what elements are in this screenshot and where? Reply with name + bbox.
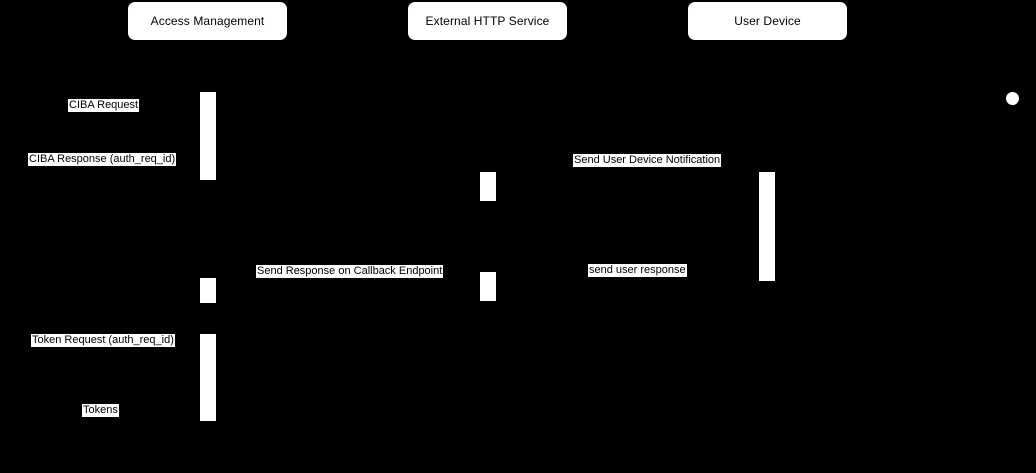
message-line-send-response-on-callback-endpoint	[216, 283, 480, 284]
message-label-token-request: Token Request (auth_req_id)	[31, 334, 175, 347]
message-label-tokens: Tokens	[82, 404, 119, 417]
message-label-send-user-response: send user response	[588, 264, 687, 277]
lifeline-access-management	[207, 40, 208, 473]
arrow-head-send-response-on-callback-endpoint	[216, 279, 223, 287]
arrow-head-token-request	[193, 348, 200, 356]
message-line-tokens	[10, 422, 200, 423]
participant-label: User Device	[734, 14, 801, 28]
participant-label: External HTTP Service	[425, 14, 550, 28]
arrow-head-tokens	[10, 418, 17, 426]
arrow-head-ciba-request	[193, 113, 200, 121]
lifeline-external-http-service	[487, 40, 488, 473]
arrow-head-send-user-device-notification	[752, 168, 759, 176]
message-label-send-response-on-callback-endpoint: Send Response on Callback Endpoint	[256, 265, 444, 278]
message-line-send-user-response	[496, 282, 759, 283]
end-dot-icon	[1006, 92, 1019, 105]
message-label-send-user-device-notification: Send User Device Notification	[573, 154, 722, 167]
participant-box-user-device[interactable]: User Device	[688, 2, 847, 40]
arrow-head-send-user-response	[496, 278, 503, 286]
message-line-token-request	[10, 352, 200, 353]
participant-label: Access Management	[150, 14, 265, 28]
activation-bar-dev-activation-1[interactable]	[759, 172, 775, 281]
participant-box-external-http-service[interactable]: External HTTP Service	[408, 2, 567, 40]
activation-bar-am-activation-3[interactable]	[200, 334, 216, 421]
message-label-ciba-response: CIBA Response (auth_req_id)	[28, 153, 177, 166]
arrow-head-ciba-response	[10, 167, 17, 175]
activation-bar-ext-activation-2[interactable]	[480, 272, 496, 301]
message-label-ciba-request: CIBA Request	[68, 99, 140, 112]
participant-box-access-management[interactable]: Access Management	[128, 2, 287, 40]
activation-bar-am-activation-2[interactable]	[200, 278, 216, 303]
message-line-ciba-response	[10, 171, 200, 172]
message-line-ciba-request	[10, 117, 200, 118]
activation-bar-am-activation-1[interactable]	[200, 92, 216, 180]
message-line-send-user-device-notification	[496, 172, 759, 173]
activation-bar-ext-activation-1[interactable]	[480, 172, 496, 201]
